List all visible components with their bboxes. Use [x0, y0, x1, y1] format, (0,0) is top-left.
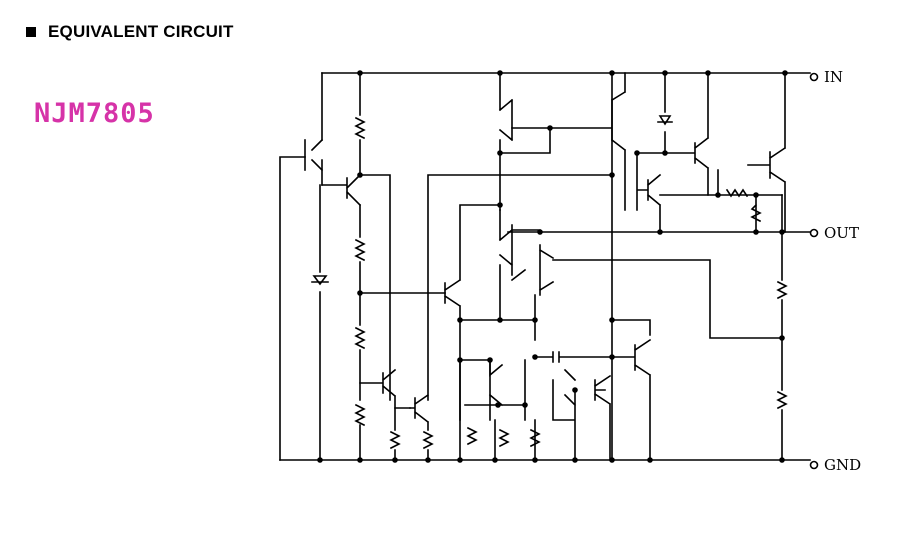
pin-out-label: OUT	[824, 224, 859, 242]
out-terminal	[809, 228, 819, 238]
in-terminal	[809, 72, 819, 82]
section-title: EQUIVALENT CIRCUIT	[48, 22, 234, 41]
section-header: EQUIVALENT CIRCUIT	[26, 22, 234, 42]
junction-dots	[317, 70, 788, 463]
part-number: NJM7805	[34, 98, 155, 129]
zener-diode-top	[657, 115, 673, 126]
zener-diode	[311, 275, 329, 286]
gnd-terminal	[809, 460, 819, 470]
pin-in-label: IN	[824, 68, 843, 86]
bullet-square-icon	[26, 27, 36, 37]
pin-gnd-label: GND	[824, 456, 861, 474]
